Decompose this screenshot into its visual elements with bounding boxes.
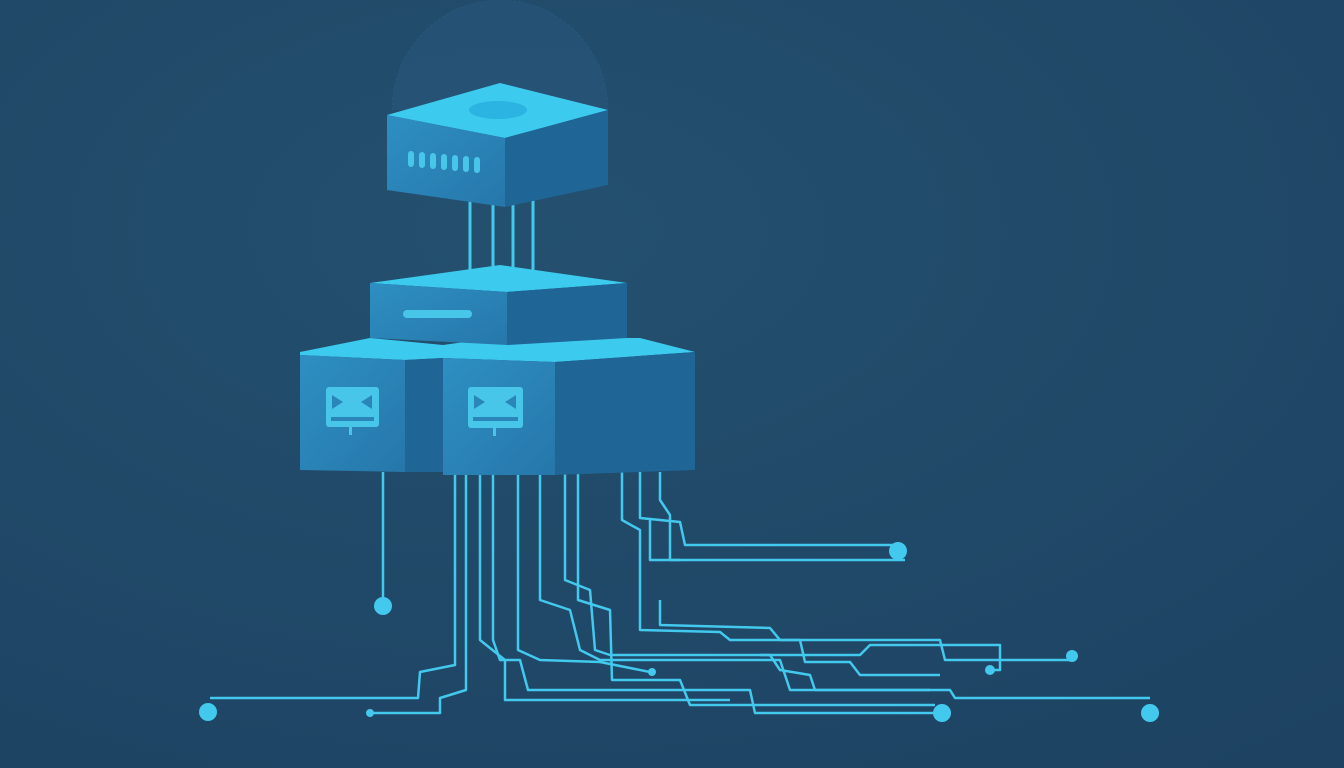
halo-arc: [391, 0, 609, 111]
monitor-icon: [468, 387, 523, 436]
status-bar: [403, 310, 472, 318]
top-server-wires: [468, 200, 535, 274]
top-server-box: [387, 83, 608, 207]
bottom-right-box: [443, 337, 695, 475]
bottom-left-box: [300, 338, 443, 472]
monitor-icon: [326, 387, 379, 435]
middle-box: [370, 265, 627, 345]
circuit-traces: [210, 472, 1150, 715]
trace-terminals: [199, 542, 1159, 722]
vent-slots: [408, 151, 480, 173]
